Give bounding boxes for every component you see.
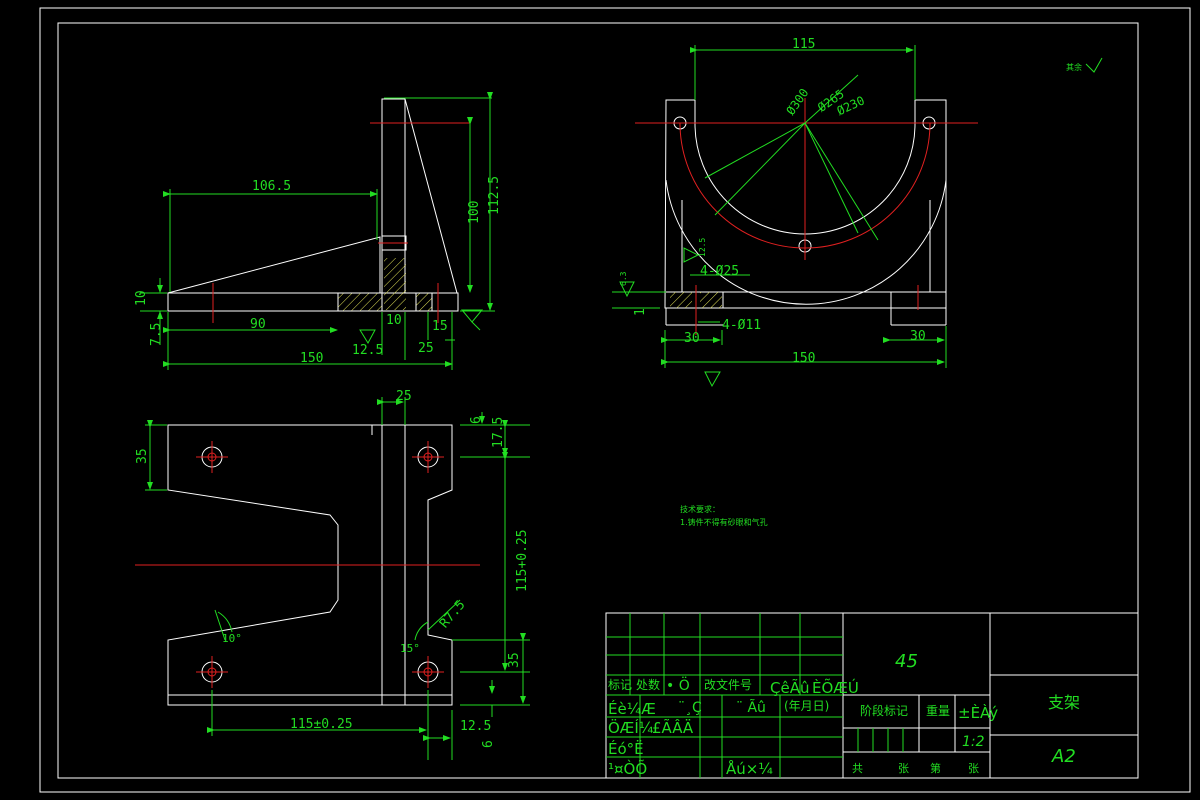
tb-zhitu: ÖÆÍ¼ [608, 718, 654, 737]
dim-35-top-left: 35 [135, 448, 150, 464]
side-view: 106.5 90 150 10 7.5 10 12.5 15 25 100 11… [134, 92, 502, 370]
outer-frame [39, 7, 1191, 793]
tb-fenqu: • Ö [666, 676, 690, 694]
dim-6-top: 6 [469, 416, 484, 424]
dim-150-front: 150 [792, 351, 815, 366]
tb-chushu: 处数 [636, 677, 660, 692]
dim-150-side: 150 [300, 351, 323, 366]
dim-106-5: 106.5 [252, 179, 291, 194]
tech-req-line-1: 1.铸件不得有砂眼和气孔 [680, 517, 768, 527]
dim-17-5: 17.5 [491, 417, 506, 448]
roughness-6-3: 6.3 [619, 271, 628, 286]
dim-115-pm: 115±0.25 [290, 717, 353, 732]
tb-sign: ÇêÃû [770, 678, 809, 697]
angle-10: 10° [222, 632, 242, 645]
dim-112-5: 112.5 [487, 176, 502, 215]
part-name: 支架 [1048, 693, 1080, 712]
dim-30-front-b: 30 [910, 329, 926, 344]
dim-12-5-top: 12.5 [460, 719, 491, 734]
dim-r7-5: R7.5 [437, 598, 469, 632]
dim-7-5: 7.5 [149, 323, 164, 346]
roughness-12-5-front: 12.5 [698, 238, 707, 257]
tb-scale-label: ±ÈÀý [958, 703, 998, 722]
tb-ymd: (年月日) [784, 699, 829, 713]
tb-shenhe: Éó°Ë [608, 739, 644, 758]
dim-35-top-right: 35 [507, 652, 522, 668]
tb-sheji: Éè¼Æ [608, 699, 656, 718]
tb-di: 第 [930, 761, 941, 775]
tb-gongyi: ¹¤ÒÕ [608, 759, 647, 778]
tb-stage: 阶段标记 [860, 703, 908, 718]
dim-10-side-b: 10 [386, 313, 402, 328]
inner-frame [57, 22, 1139, 779]
tb-check: £ÃÂÄ [652, 718, 694, 737]
holes-4-phi-25: 4-Ø25 [700, 264, 739, 279]
dim-25-top: 25 [396, 389, 412, 404]
tech-req-title: 技术要求： [680, 504, 720, 514]
holes-4-phi-11: 4-Ø11 [722, 318, 761, 333]
dim-10-side-a: 10 [134, 290, 149, 306]
material-45: 45 [895, 651, 918, 672]
tb-gong: 共 [852, 762, 863, 775]
top-view: 25 6 17.5 35 115+0.25 35 115±0.25 12.5 6… [135, 389, 530, 760]
tb-pizhun: Åú×¼ [726, 759, 773, 778]
tb-garbled-b: ¨ Ãû [736, 699, 766, 716]
tb-weight: 重量 [926, 704, 950, 718]
drawing-number: A2 [1051, 746, 1076, 767]
tb-date: ÈÕÆÚ [812, 678, 859, 697]
roughness-label: 其余 [1066, 62, 1082, 72]
dim-15: 15 [432, 319, 448, 334]
front-view: 115 Ø300 Ø265 Ø230 4-Ø25 4-Ø11 30 30 150… [612, 37, 1103, 388]
angle-15: 15° [400, 642, 420, 655]
dim-6-top-bottom: 6 [481, 740, 496, 748]
dim-12-5-side: 12.5 [352, 343, 383, 358]
dim-115-front: 115 [792, 37, 815, 52]
tb-garbled-a: ¨¸Ç [678, 700, 702, 716]
tb-gaiwen: 改文件号 [704, 677, 752, 692]
tb-scale: 1:2 [962, 734, 985, 750]
dim-25-side: 25 [418, 341, 434, 356]
dim-1: 1 [633, 308, 648, 316]
dim-100: 100 [467, 201, 482, 224]
tb-zhang-2: 张 [968, 762, 979, 775]
tb-zhang-1: 张 [898, 762, 909, 775]
dim-115-tol: 115+0.25 [515, 529, 530, 592]
dim-phi-300: Ø300 [783, 86, 811, 118]
tb-biaoji: 标记 [608, 678, 632, 692]
dim-30-front-a: 30 [684, 331, 700, 346]
dim-90: 90 [250, 317, 266, 332]
